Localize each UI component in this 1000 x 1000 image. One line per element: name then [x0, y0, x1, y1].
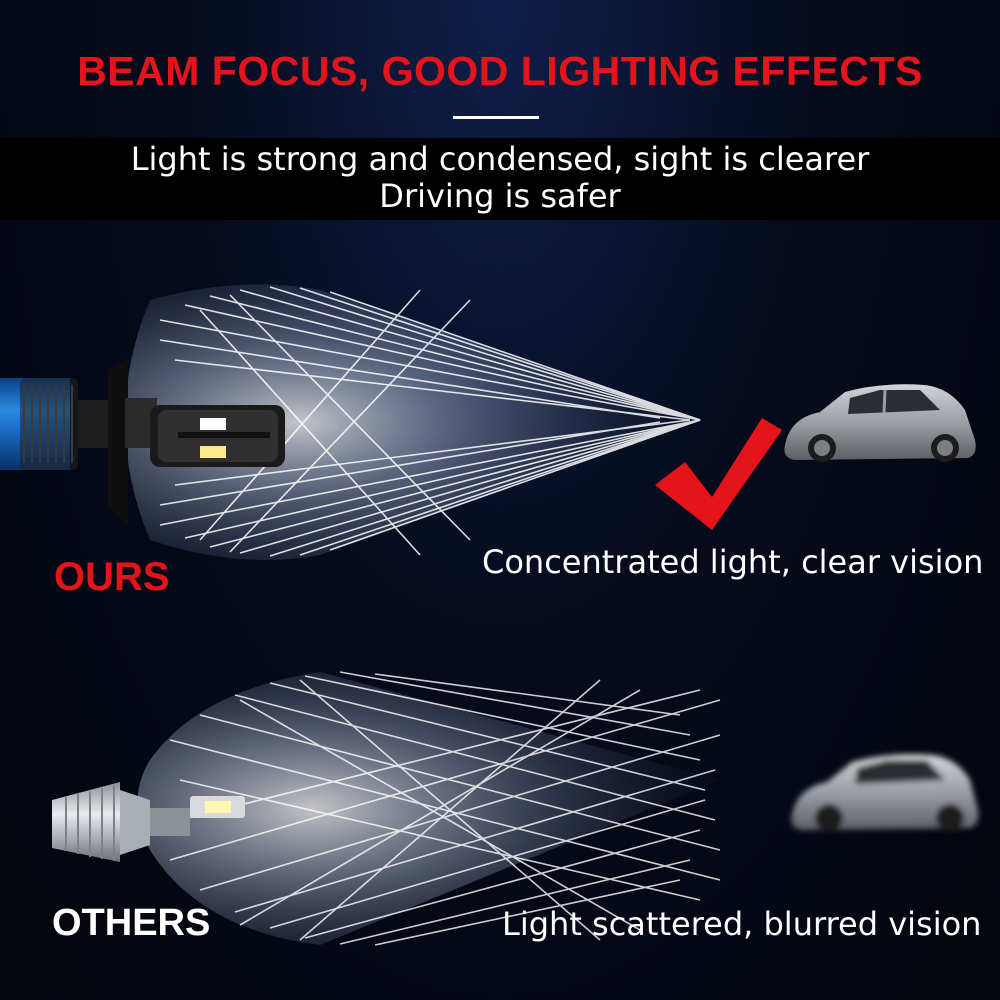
ours-label: OURS [54, 555, 170, 599]
ours-car-image [784, 384, 976, 462]
ours-reflector-glow [125, 284, 700, 560]
others-car-image [791, 754, 979, 832]
check-mark-icon [655, 418, 782, 530]
ours-led-bulb [0, 358, 285, 525]
others-caption: Light scattered, blurred vision [502, 905, 982, 943]
subtitle-line-1: Light is strong and condensed, sight is … [130, 140, 870, 178]
ours-caption: Concentrated light, clear vision [482, 543, 984, 581]
others-label: OTHERS [52, 902, 211, 944]
headline: BEAM FOCUS, GOOD LIGHTING EFFECTS [77, 48, 923, 94]
subtitle-line-2: Driving is safer [379, 177, 621, 215]
others-led-bulb [52, 782, 245, 862]
others-scattered-beams [169, 671, 721, 946]
subtitle-band [0, 138, 1000, 220]
title-divider [453, 116, 539, 119]
ours-focused-beams [159, 286, 701, 557]
